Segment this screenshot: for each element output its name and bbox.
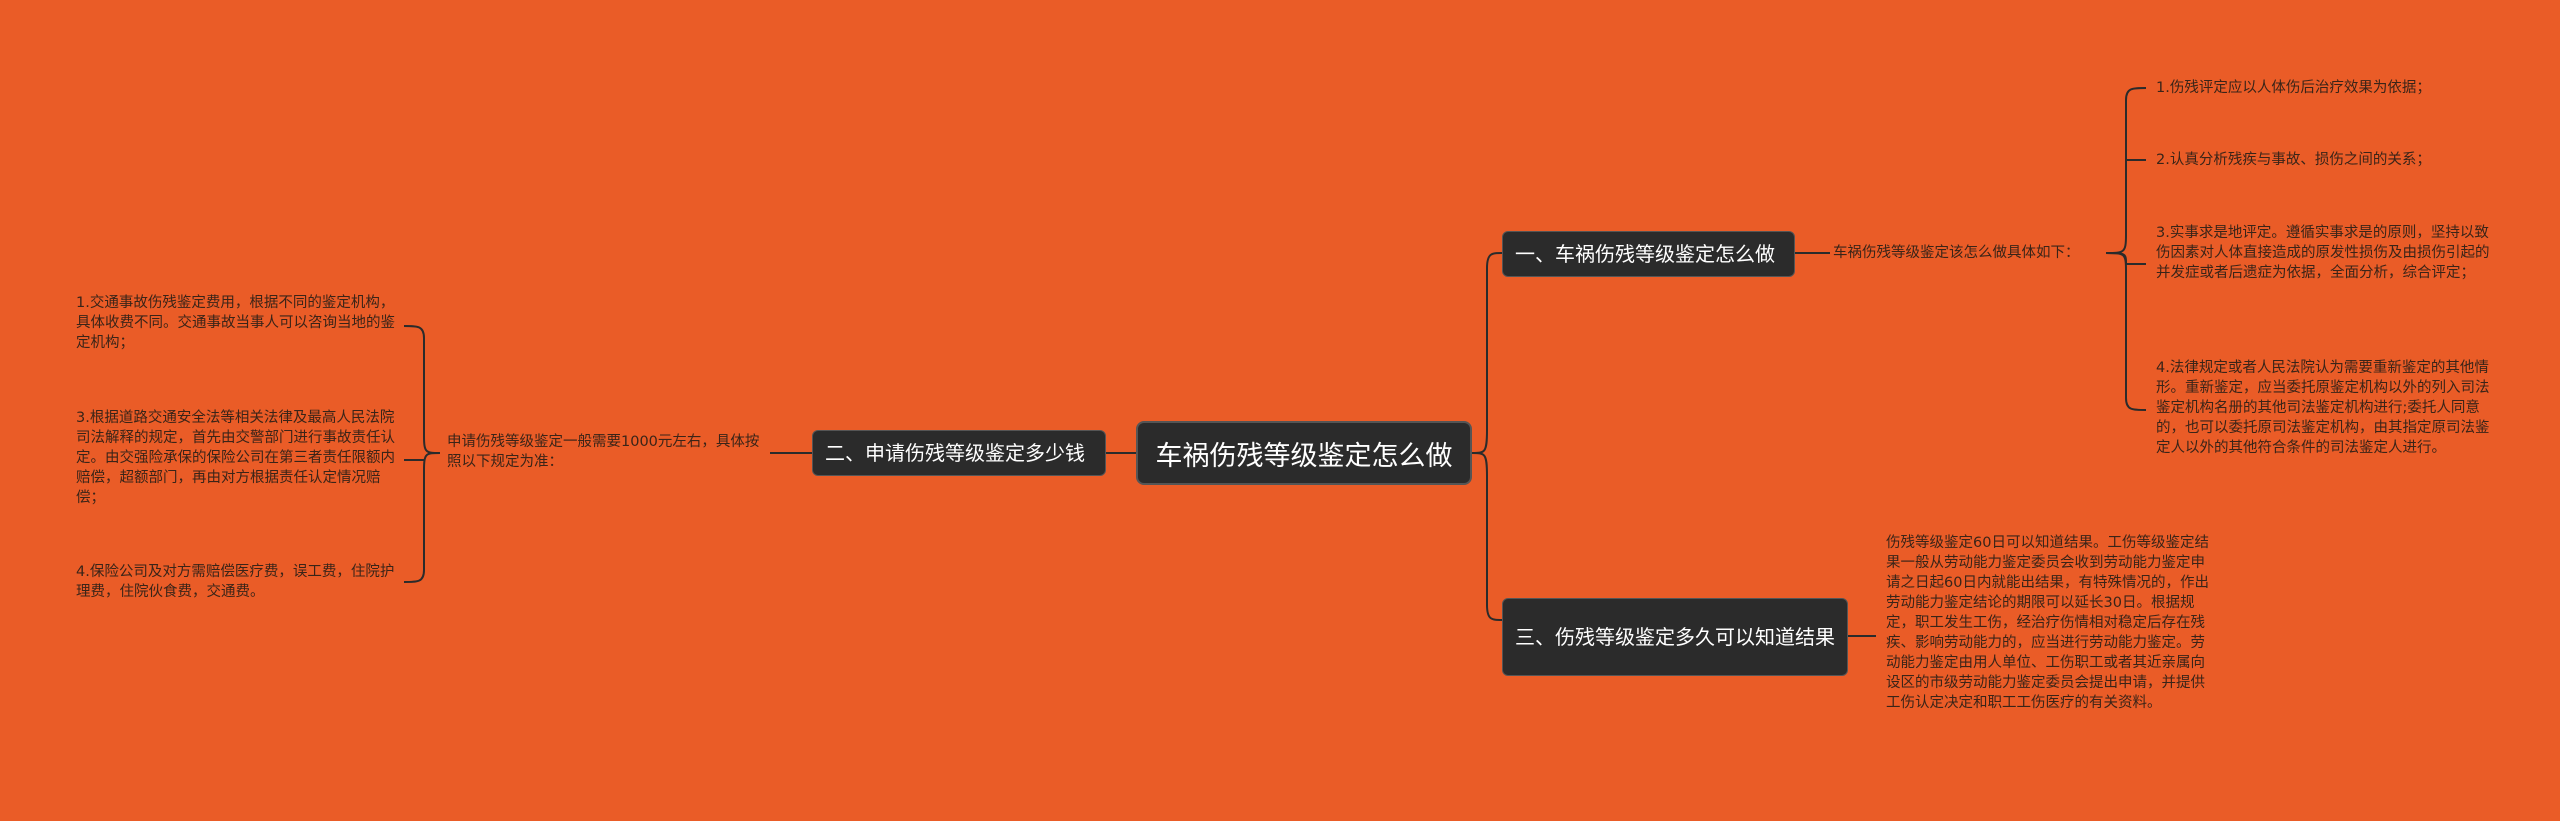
branch-2-item-1: 1.交通事故伤残鉴定费用，根据不同的鉴定机构，具体收费不同。交通事故当事人可以咨…: [76, 295, 395, 351]
branch-2-item-3: 4.保险公司及对方需赔偿医疗费，误工费，住院护理费，住院伙食费，交通费。: [76, 564, 395, 600]
branch-1-title: 一、车祸伤残等级鉴定怎么做: [1515, 241, 1775, 266]
branch-1-summary: 车祸伤残等级鉴定该怎么做具体如下：: [1833, 245, 2080, 261]
branch-3-title: 三、伤残等级鉴定多久可以知道结果: [1515, 624, 1835, 649]
branch-1-node[interactable]: 一、车祸伤残等级鉴定怎么做: [1502, 231, 1795, 277]
branch-1-item-3: 3.实事求是地评定。遵循实事求是的原则，坚持以致伤因素对人体直接造成的原发性损伤…: [2156, 225, 2490, 281]
branch-3-detail: 伤残等级鉴定60日可以知道结果。工伤等级鉴定结果一般从劳动能力鉴定委员会收到劳动…: [1886, 535, 2209, 711]
root-node[interactable]: 车祸伤残等级鉴定怎么做: [1136, 421, 1472, 485]
branch-2-summary: 申请伤残等级鉴定一般需要1000元左右，具体按照以下规定为准：: [447, 434, 760, 470]
branch-2-node[interactable]: 二、申请伤残等级鉴定多少钱: [812, 430, 1106, 476]
root-title: 车祸伤残等级鉴定怎么做: [1155, 440, 1453, 472]
branch-2-item-2: 3.根据道路交通安全法等相关法律及最高人民法院司法解释的规定，首先由交警部门进行…: [76, 410, 395, 506]
branch-1-item-1: 1.伤残评定应以人体伤后治疗效果为依据；: [2156, 80, 2431, 96]
branch-2-title: 二、申请伤残等级鉴定多少钱: [825, 440, 1085, 465]
branch-3-node[interactable]: 三、伤残等级鉴定多久可以知道结果: [1502, 598, 1848, 676]
branch-1-item-4: 4.法律规定或者人民法院认为需要重新鉴定的其他情形。重新鉴定，应当委托原鉴定机构…: [2156, 360, 2490, 456]
branch-1-item-2: 2.认真分析残疾与事故、损伤之间的关系；: [2156, 152, 2431, 168]
